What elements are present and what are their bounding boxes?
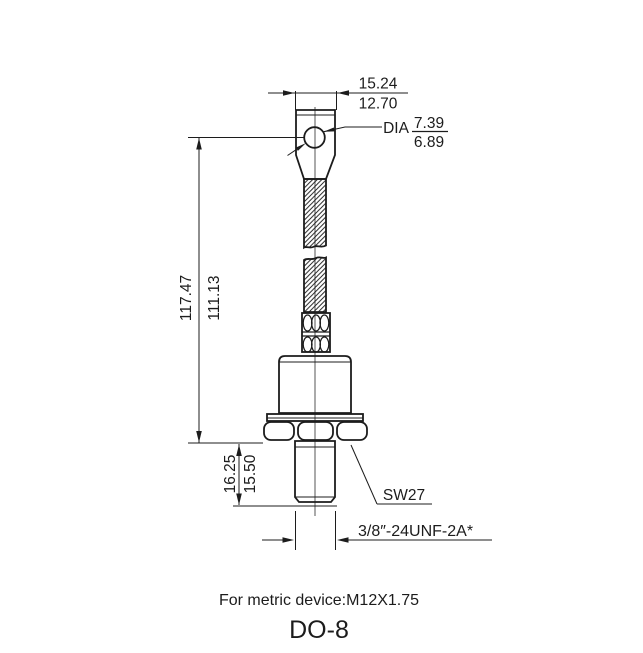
arrowhead [283,90,295,96]
dim-hole-max: 7.39 [414,115,444,132]
arrowhead [236,493,242,505]
hex-callout: SW27 [350,444,432,505]
device-outline [263,107,368,516]
dim-length-max: 117.47 [178,275,195,321]
dim-overall-length: 117.47 111.13 [178,137,304,444]
arrowhead [196,138,202,150]
lug-hole [303,126,326,149]
arrowhead [236,444,242,456]
thread-callout: 3/8″-24UNF-2A* [262,511,492,550]
crimp-barrel [301,312,331,353]
dim-hole-min: 6.89 [414,134,444,151]
dia-label: DIA [383,120,410,137]
dim-length-min: 111.13 [206,275,223,320]
arrowhead [295,143,306,151]
arrowhead [337,537,349,543]
dim-tab-width-max: 15.24 [359,76,398,93]
braided-lead-lower [303,256,327,313]
package-body [278,355,352,414]
dim-stud-length: 16.25 15.50 [222,444,337,507]
hex-size-label: SW27 [383,487,425,504]
arrowhead [282,537,294,543]
arrowhead [323,127,335,132]
dim-stud-min: 15.50 [242,454,259,493]
braided-lead-upper [303,178,327,250]
metric-note: For metric device:M12X1.75 [219,592,419,609]
thread-spec-label: 3/8″-24UNF-2A* [358,523,473,540]
threaded-stud [294,440,336,503]
dim-tab-width: 15.24 12.70 [268,76,408,113]
flange [266,413,364,422]
dim-tab-width-min: 12.70 [359,96,398,113]
arrowhead [337,90,349,96]
package-title: DO-8 [289,616,349,644]
dim-stud-max: 16.25 [222,455,239,494]
dim-hole-dia: DIA 7.39 6.89 [287,115,448,156]
arrowhead [196,431,202,443]
hex-nut [263,421,368,441]
